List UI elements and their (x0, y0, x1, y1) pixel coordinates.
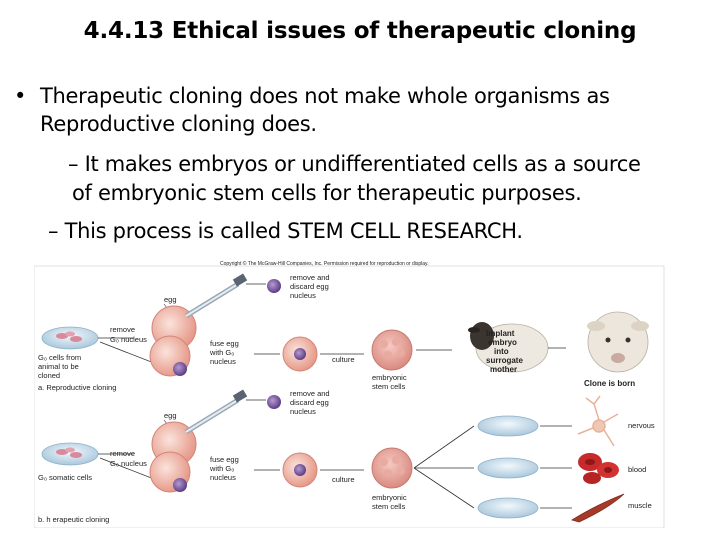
bullet-main: • Therapeutic cloning does not make whol… (14, 82, 610, 136)
therapeutic-cloning-panel: G₀ somatic cells b. h erapeutic cloning … (38, 389, 655, 524)
remove-g0-label-2: G₀ nucleus (110, 459, 147, 468)
pipette-plunger (232, 273, 248, 287)
remove-g0-label-1: remove (110, 449, 135, 458)
pipette-plunger (232, 389, 248, 403)
cloning-diagram: Copyright © The McGraw-Hill Companies, I… (34, 260, 665, 528)
culture-dish (477, 415, 539, 437)
blood-cell-icon (578, 453, 619, 484)
somatic-cell (70, 336, 82, 342)
slide-title: 4.4.13 Ethical issues of therapeutic clo… (83, 18, 637, 44)
arrow (413, 425, 475, 469)
figure-copyright: Copyright © The McGraw-Hill Companies, I… (220, 260, 429, 267)
muscle-cell-icon (571, 493, 625, 523)
micropipette-highlight (185, 399, 239, 433)
cloning-figure: Copyright © The McGraw-Hill Companies, I… (34, 256, 684, 528)
sub-bullet-1-line2: of embryonic stem cells for therapeutic … (72, 181, 582, 205)
somatic-cell (70, 452, 82, 458)
culture-dish (41, 326, 99, 350)
embryonic-label-2: stem cells (372, 502, 406, 511)
fused-nucleus (294, 348, 306, 360)
remove-g0-label-2: G₀ nucleus (110, 335, 147, 344)
stem-cell-cluster (371, 447, 413, 489)
remove-discard-2: discard egg (290, 398, 329, 407)
bullet-main-text: Therapeutic cloning does not make whole … (40, 82, 700, 138)
remove-g0-label-1: remove (110, 325, 135, 334)
bullet-main-line1: Therapeutic cloning does not make whole … (40, 84, 610, 108)
stem-cell (380, 340, 388, 348)
g0-cells-label-1: G₀ cells from (38, 353, 81, 362)
stem-cell (392, 456, 400, 464)
g0-cells-label-2: animal to be (38, 362, 79, 371)
embryonic-label-2: stem cells (372, 382, 406, 391)
culture-dish (477, 457, 539, 479)
thera-caption: b. h erapeutic cloning (38, 515, 109, 524)
implant-label-5: mother (490, 365, 517, 374)
g0-cells-label-3: cloned (38, 371, 60, 380)
implant-label-3: into (494, 347, 509, 356)
g0-nucleus (173, 478, 187, 492)
repro-caption: a. Reproductive cloning (38, 383, 116, 392)
sub-bullet-1-line1: – It makes embryos or undifferentiated c… (68, 152, 641, 176)
reproductive-cloning-panel: G₀ cells from animal to be cloned a. Rep… (38, 273, 649, 392)
fuse-label-2: with G₀ (209, 464, 234, 473)
clone-born-label: Clone is born (584, 379, 635, 388)
egg-label: egg (164, 411, 177, 420)
micropipette-highlight (185, 283, 239, 317)
nerve-cell-icon (577, 395, 619, 447)
culture-label: culture (332, 355, 355, 364)
g0-somatic-label: G₀ somatic cells (38, 473, 92, 482)
bullet-dot: • (14, 84, 27, 108)
implant-label-1: Implant (486, 329, 515, 338)
figure-frame (34, 265, 665, 528)
somatic-cell (56, 333, 68, 339)
cloned-sheep-icon (587, 311, 649, 373)
remove-discard-2: discard egg (290, 282, 329, 291)
discarded-nucleus (267, 279, 281, 293)
stem-cell (397, 349, 405, 357)
g0-nucleus (173, 362, 187, 376)
remove-discard-1: remove and (290, 389, 330, 398)
sub-bullet-2: – This process is called STEM CELL RESEA… (48, 219, 523, 243)
surrogate-sheep-icon (468, 322, 549, 373)
fuse-label-1: fuse egg (210, 339, 239, 348)
muscle-label: muscle (628, 501, 652, 510)
bullet-main-line2: Reproductive cloning does. (40, 112, 317, 136)
stem-cell (392, 338, 400, 346)
culture-label: culture (332, 475, 355, 484)
fuse-label-3: nucleus (210, 473, 236, 482)
culture-dish (41, 442, 99, 466)
stem-cell (384, 351, 392, 359)
fuse-label-3: nucleus (210, 357, 236, 366)
stem-cell (380, 458, 388, 466)
embryonic-label-1: embryonic (372, 493, 407, 502)
remove-discard-1: remove and (290, 273, 330, 282)
fused-nucleus (294, 464, 306, 476)
remove-discard-3: nucleus (290, 407, 316, 416)
somatic-cell (56, 449, 68, 455)
stem-cell-cluster (371, 329, 413, 371)
somatic-cell (65, 447, 75, 453)
fuse-label-1: fuse egg (210, 455, 239, 464)
implant-label-4: surrogate (486, 356, 523, 365)
nervous-label: nervous (628, 421, 655, 430)
discarded-nucleus (267, 395, 281, 409)
stem-cell (397, 467, 405, 475)
remove-discard-3: nucleus (290, 291, 316, 300)
stem-cell (384, 469, 392, 477)
somatic-cell (65, 331, 75, 337)
egg-label: egg (164, 295, 177, 304)
arrow (413, 467, 475, 509)
embryonic-label-1: embryonic (372, 373, 407, 382)
implant-label-2: embryo (488, 338, 517, 347)
culture-dish (477, 497, 539, 519)
blood-label: blood (628, 465, 646, 474)
fuse-label-2: with G₀ (209, 348, 234, 357)
